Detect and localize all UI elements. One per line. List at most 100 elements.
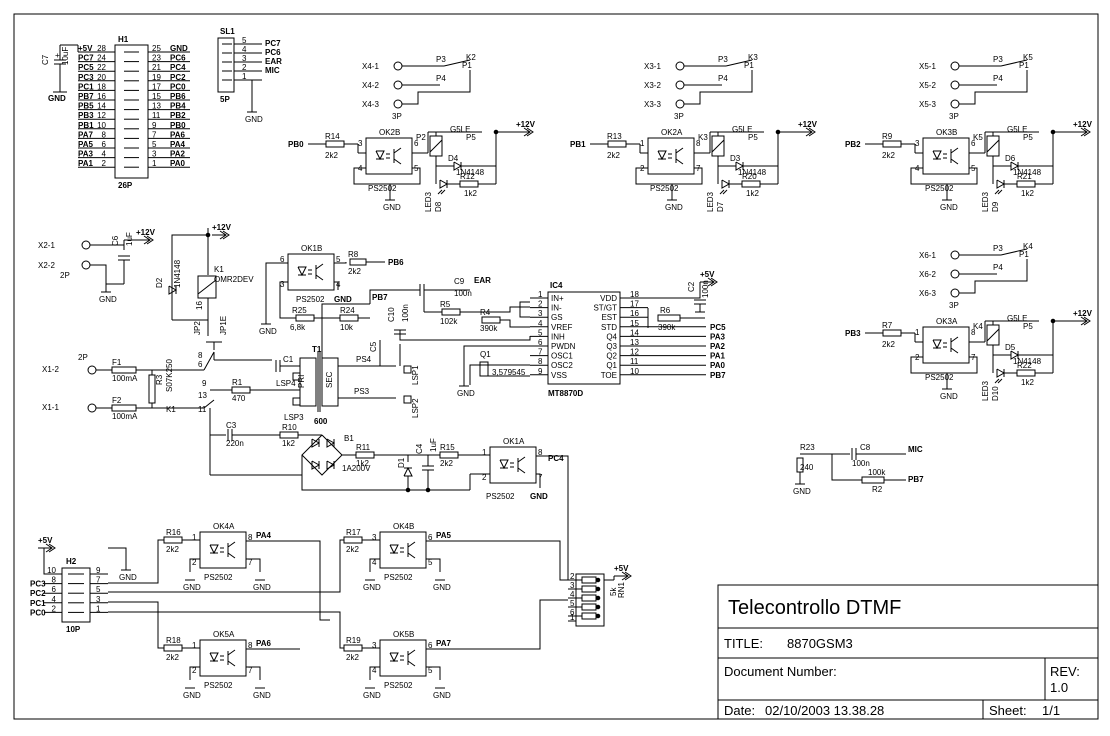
ic4-pin-name: Q2 <box>606 352 617 361</box>
relay-contact-label: P4 <box>993 263 1003 272</box>
opto-transistor-e <box>393 158 402 165</box>
h2-pin-right: 9 <box>96 566 101 575</box>
opto-body <box>199 531 247 569</box>
wire <box>171 234 208 320</box>
opto-ref: OK3B <box>936 128 957 137</box>
h1-name: 26P <box>118 181 133 190</box>
diode-triangle <box>1010 161 1020 171</box>
diode-ref: D3 <box>730 154 741 163</box>
c9-val: 100n <box>454 289 472 298</box>
resistor-value: 2k2 <box>882 151 895 160</box>
arrow-head <box>219 230 227 240</box>
ground-symbol: GND <box>259 323 277 336</box>
wire <box>108 539 164 584</box>
wire <box>265 262 288 324</box>
ic4-pin-num: 9 <box>538 367 543 376</box>
relay-pin: P5 <box>1023 322 1033 331</box>
ic4-signal: PA2 <box>710 342 726 351</box>
led-icon <box>994 368 1006 384</box>
h2-signal: PC2 <box>30 589 46 598</box>
gnd-label: GND <box>253 583 271 592</box>
sl1-signal: EAR <box>265 57 282 66</box>
h1-right-pin: 17 <box>152 82 161 91</box>
r11-ref: R11 <box>356 443 371 452</box>
diode-value: 1N4148 <box>1013 357 1042 366</box>
arrow-head <box>624 571 632 581</box>
r10-val: 1k2 <box>282 439 295 448</box>
ic4-pin-num: 7 <box>538 348 543 357</box>
supply-label: +5V <box>38 536 53 545</box>
pin-number: 6 <box>280 255 285 264</box>
x-connector-name: 3P <box>949 112 959 121</box>
terminal <box>87 403 97 413</box>
relay-ref: K5 <box>1023 53 1033 62</box>
ic4-body <box>547 291 621 385</box>
ps4-label: PS4 <box>356 355 372 364</box>
f1-fuse <box>111 366 137 374</box>
r5-ref: R5 <box>440 300 451 309</box>
led-icon <box>994 179 1006 195</box>
rn1-element <box>581 612 597 620</box>
led-ray <box>997 378 1003 384</box>
relay-coil-ref: K3 <box>698 133 708 142</box>
c3-val: 220n <box>226 439 244 448</box>
pin-number: 3 <box>280 280 285 289</box>
terminal <box>950 80 960 90</box>
ok1b-part: PS2502 <box>296 295 325 304</box>
r23-ref: R23 <box>800 443 815 452</box>
led-resistor <box>1016 369 1036 377</box>
r3-val: S07K250 <box>165 359 174 392</box>
gnd-label: GND <box>259 327 277 336</box>
relay-coil-diag <box>429 139 443 153</box>
ic4-pin-num: 4 <box>538 319 543 328</box>
ic4-pin-num: 12 <box>630 348 639 357</box>
ic4-pin-num: 14 <box>630 328 639 337</box>
resistor-value: 2k2 <box>607 151 620 160</box>
k1-contact-ref: K1 <box>166 405 176 414</box>
opto-body <box>199 639 247 677</box>
h1-right-pin: 23 <box>152 54 161 63</box>
wire <box>90 264 107 292</box>
h1-left-pin: 18 <box>97 82 106 91</box>
pin-number: 1 <box>192 533 197 542</box>
pin-number: 4 <box>372 558 377 567</box>
opto-ref: OK3A <box>936 317 958 326</box>
zener-d1 <box>403 466 413 477</box>
led-triangle <box>439 179 449 189</box>
relay-channel: X6-1X6-2X6-33PP3P4P1K4PB3R72k2OK3A1287PS… <box>845 242 1093 401</box>
opto-body <box>379 531 427 569</box>
opto-body <box>287 253 335 291</box>
c4-val: 1uF <box>429 438 438 452</box>
supply-arrow: +12V <box>1073 120 1093 137</box>
relay-coil-ref: K4 <box>973 322 983 331</box>
terminal <box>675 80 685 90</box>
rn1-pin-num: 5 <box>570 599 575 608</box>
gnd-label: GND <box>665 203 683 212</box>
relay-switch <box>443 59 471 67</box>
gnd-label: GND <box>940 203 958 212</box>
ic4-pin-num: 18 <box>630 290 639 299</box>
opto-led-icon <box>297 266 307 277</box>
title-value: 8870GSM3 <box>787 636 853 651</box>
diode-triangle <box>453 161 463 171</box>
ic4-pin-name: VDD <box>600 294 617 303</box>
h2-signal: PC0 <box>30 608 46 617</box>
relay-contact-label: P3 <box>993 55 1003 64</box>
opto-ref: OK2A <box>661 128 683 137</box>
q1-crystal <box>479 361 489 377</box>
h1-left-signal: PB3 <box>78 111 94 120</box>
r24-ref: R24 <box>340 306 355 315</box>
pb6-label: PB6 <box>388 258 404 267</box>
c3-ref: C3 <box>226 421 237 430</box>
relay-contact-label: P1 <box>744 61 754 70</box>
project-title: Telecontrollo DTMF <box>728 597 901 619</box>
h1-right-pin: 9 <box>152 121 157 130</box>
wire <box>426 666 441 680</box>
sl1-pin-number: 1 <box>242 72 247 81</box>
led-ray <box>719 189 725 195</box>
ic4-pin-name: STD <box>601 323 617 332</box>
